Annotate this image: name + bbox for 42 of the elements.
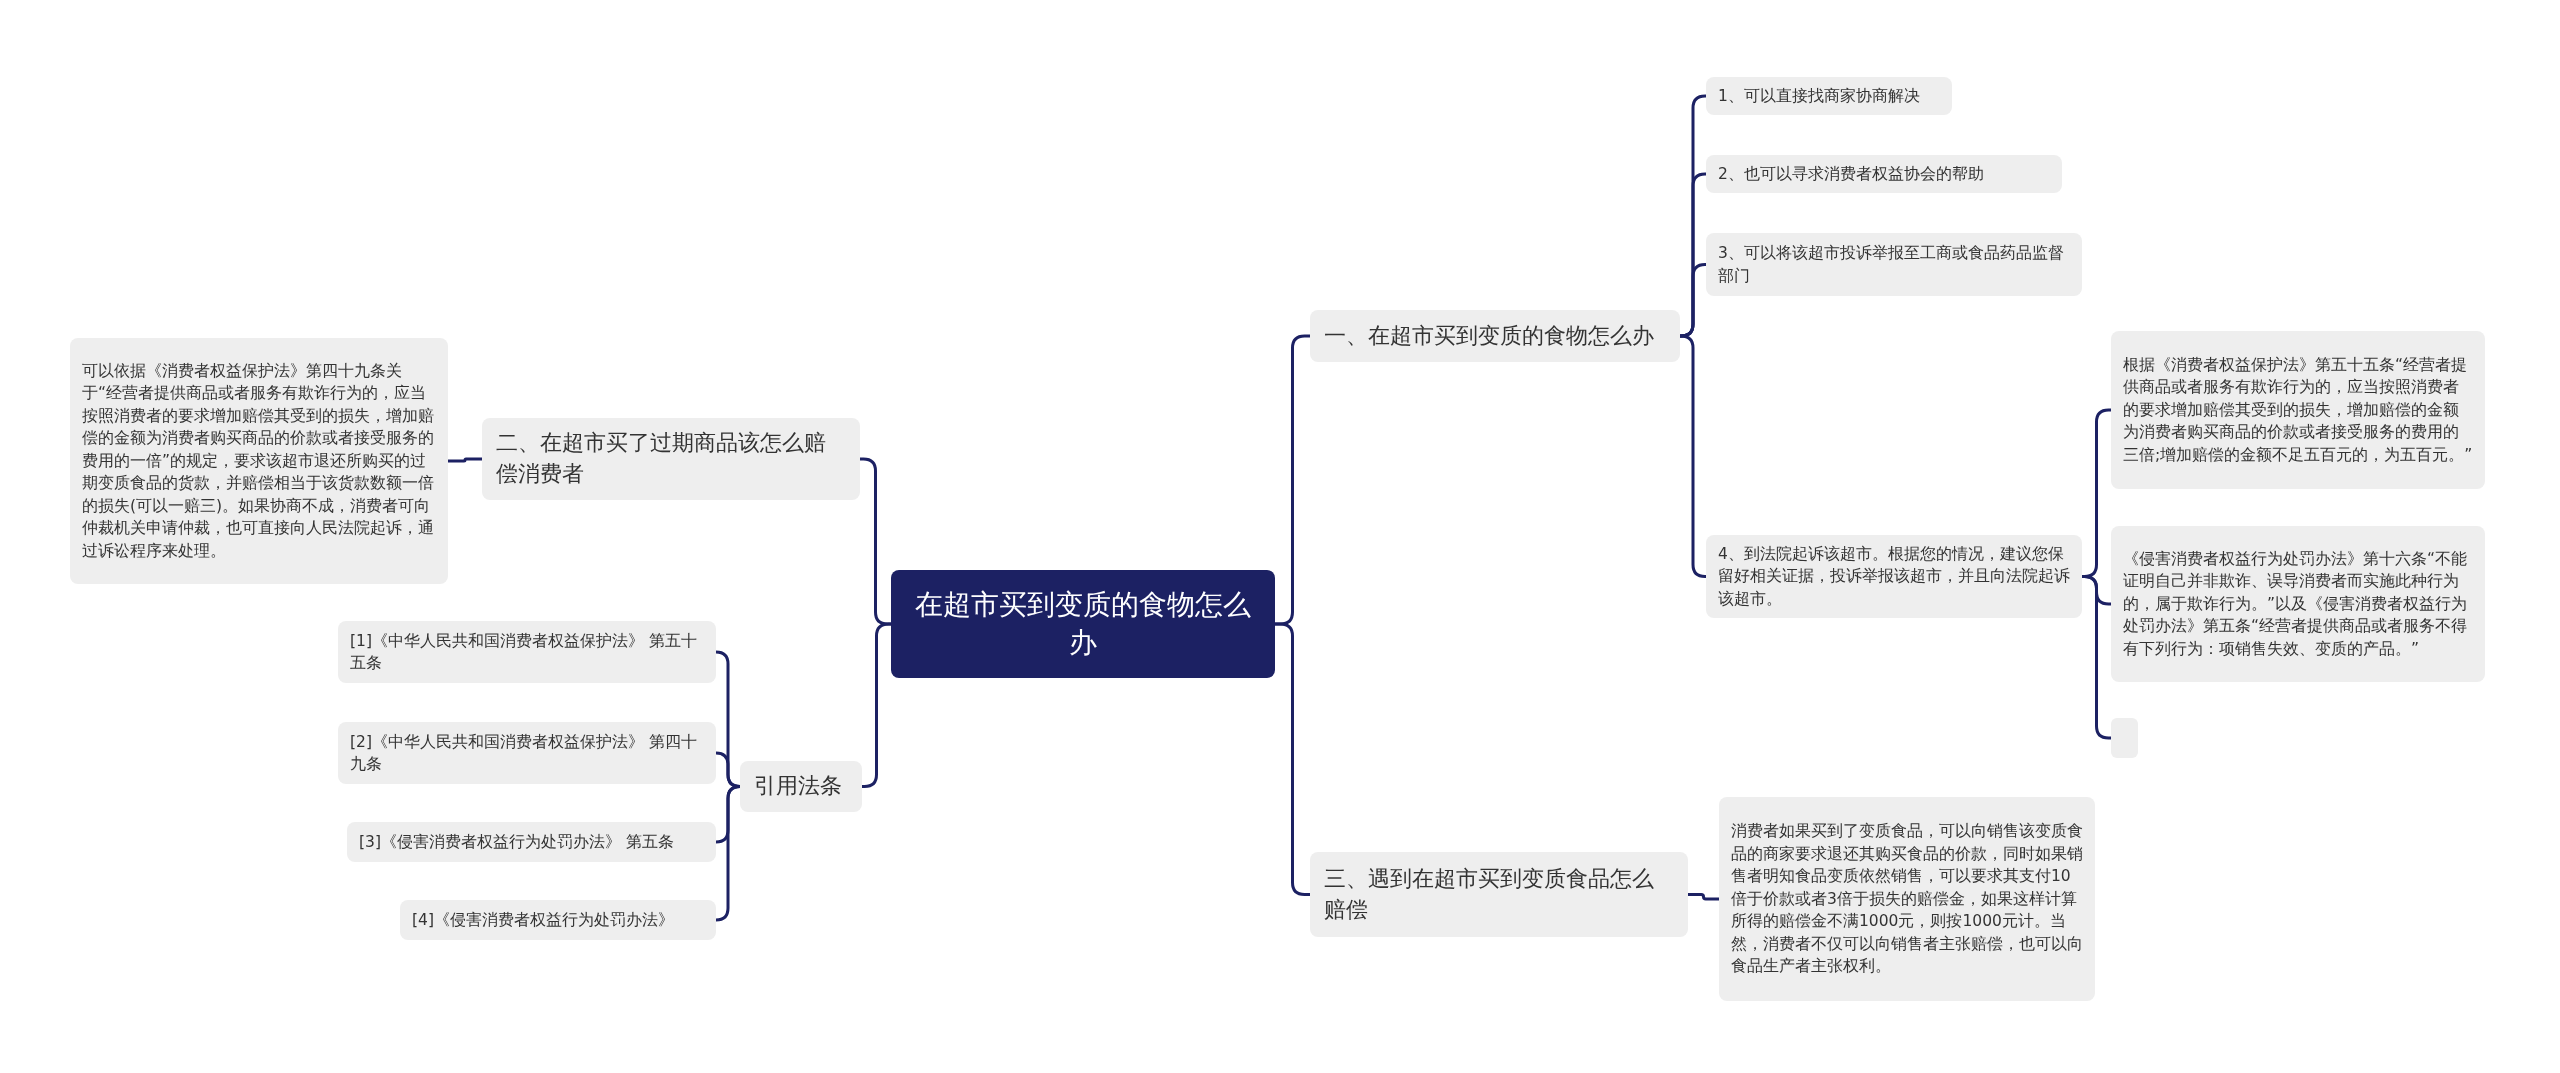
note-box <box>338 722 716 784</box>
node-text: 可以依据《消费者权益保护法》第四十九条关于“经营者提供商品或者服务有欺诈行为的，应当按照消费者的要求增加赔偿其受到的损失，增加赔偿的金额为消费者购买商品的价款或者接受服务的费用的一倍”的规定，要求该超市退还所购买的过期变质食品的货款，并赔偿相当于该货款数额一倍的损失(可以一赔三)。如果协商不成，消费者可向仲裁机关申请仲裁，也可直接向人民法院起诉，通过诉讼程序来处理。 <box>82 360 435 562</box>
connector-line <box>448 457 482 463</box>
node-text: 消费者如果买到了变质食品，可以向销售该变质食品的商家要求退还其购买食品的价款，同时如果销售者明知食品变质依然销售，可以要求其支付10倍于价款或者3倍于损失的赔偿金，如果这样计算所得的赔偿金不满1000元，则按1000元计。当然，消费者不仅可以向销售者主张赔偿，也可以向食品生产者主张权利。 <box>1731 821 2083 978</box>
note-box <box>1706 77 1952 116</box>
note-box <box>1706 535 2082 619</box>
topic-box <box>740 761 862 812</box>
node-text: 3、可以将该超市投诉举报至工商或食品药品监督部门 <box>1718 243 2065 287</box>
connector-line <box>714 785 742 922</box>
node-text: [3]《侵害消费者权益行为处罚办法》 第五条 <box>359 831 674 853</box>
connector-line <box>1679 334 1707 578</box>
empty-box <box>2111 718 2138 758</box>
node-text: 2、也可以寻求消费者权益协会的帮助 <box>1718 164 1984 185</box>
node-text: [2]《中华人民共和国消费者权益保护法》 第四十九条 <box>350 731 698 775</box>
note-box <box>1706 155 2062 194</box>
node-text: 一、在超市买到变质的食物怎么办 <box>1324 321 1654 350</box>
connector-line <box>1679 263 1707 338</box>
topic-box <box>482 418 860 500</box>
node-text: 4、到法院起诉该超市。根据您的情况，建议您保留好相关证据，投诉举报该超市，并且向法院起诉该超市。 <box>1718 544 2070 610</box>
connector-line <box>1688 893 1719 901</box>
node-text: 《侵害消费者权益行为处罚办法》第十六条“不能证明自己并非欺诈、误导消费者而实施此种行为的，属于欺诈行为。”以及《侵害消费者权益行为处罚办法》第五条“经营者提供商品或者服务不得有下列行为：项销售失效、变质的产品。” <box>2123 548 2469 660</box>
note-box <box>2111 526 2485 682</box>
node-text: 引用法条 <box>754 772 842 800</box>
node-text: 1、可以直接找商家协商解决 <box>1718 86 1920 107</box>
note-box <box>347 822 716 862</box>
node-text: 在超市买到变质的食物怎么办 <box>914 587 1252 661</box>
note-box <box>400 900 716 940</box>
note-box <box>338 621 716 683</box>
note-box <box>70 338 448 584</box>
node-text: [1]《中华人民共和国消费者权益保护法》 第五十五条 <box>350 630 698 674</box>
note-box <box>2111 331 2485 489</box>
note-box <box>1719 797 2095 1001</box>
node-text: 根据《消费者权益保护法》第五十五条“经营者提供商品或者服务有欺诈行为的，应当按照消费者的要求增加赔偿其受到的损失，增加赔偿的金额为消费者购买商品的价款或者接受服务的费用的三倍;增加赔偿的金额不足五百元的，为五百元。” <box>2123 354 2473 466</box>
connector-line <box>2082 575 2111 740</box>
node-text: 二、在超市买了过期商品该怎么赔偿消费者 <box>496 429 827 488</box>
node-text: 三、遇到在超市买到变质食品怎么赔偿 <box>1324 864 1655 924</box>
topic-box <box>1310 310 1680 362</box>
connector-line <box>862 622 891 788</box>
central-topic <box>891 570 1275 678</box>
topic-box <box>1310 852 1688 937</box>
note-box <box>1706 233 2082 296</box>
node-text: [4]《侵害消费者权益行为处罚办法》 <box>412 909 674 931</box>
